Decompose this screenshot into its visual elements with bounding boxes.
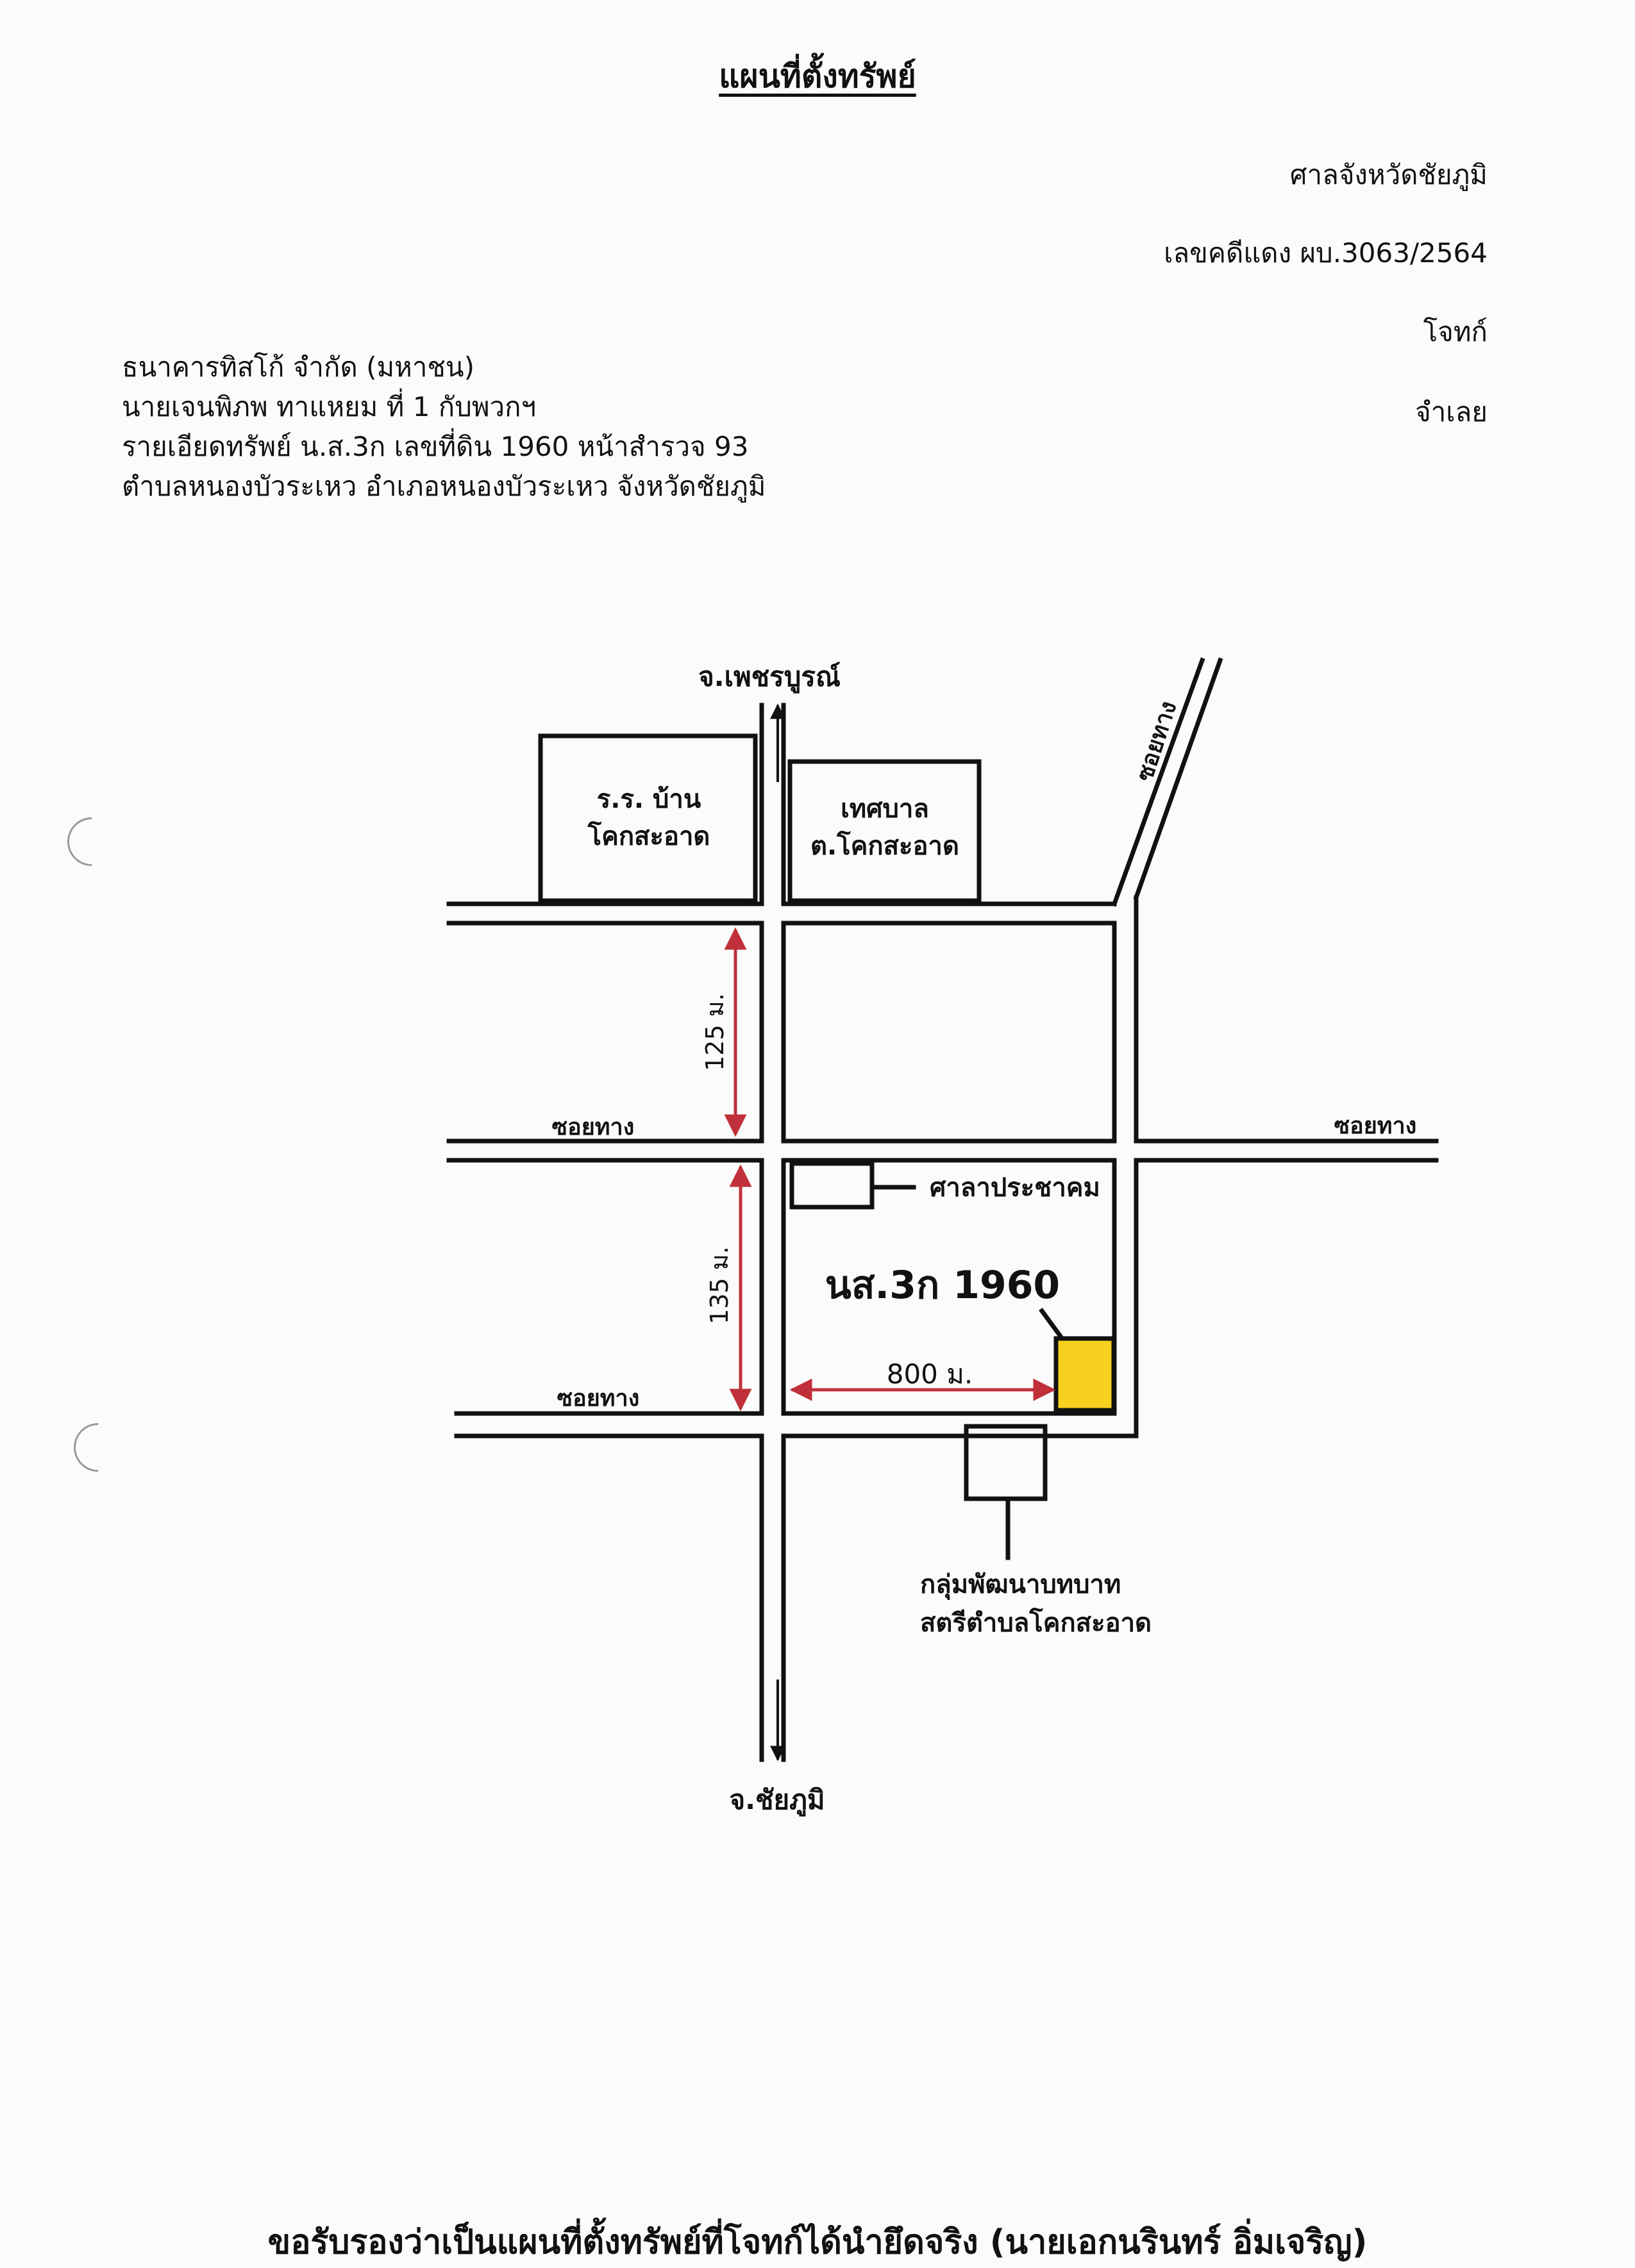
court-name: ศาลจังหวัดชัยภูมิ: [1289, 159, 1488, 190]
defendant-name: นายเจนพิภพ ทาแหยม ที่ 1 กับพวกฯ: [122, 391, 537, 422]
road-label-left-mid: ซอยทาง: [552, 1114, 635, 1140]
south-destination-label: จ.ชัยภูมิ: [729, 1784, 825, 1817]
municipality-label-line1: เทศบาล: [841, 794, 929, 824]
distance-125-label: 125 ม.: [701, 993, 729, 1071]
page-title: แผนที่ตั้งทรัพย์: [0, 51, 1635, 102]
plaintiff-label: โจทก์: [1423, 316, 1488, 347]
property-location: ตำบลหนองบัวระเหว อำเภอหนองบัวระเหว จังหว…: [122, 471, 766, 502]
community-hall-label: ศาลาประชาคม: [930, 1173, 1100, 1203]
road-label-left-low: ซอยทาง: [557, 1385, 640, 1412]
diagonal-road-west-edge: [1111, 657, 1205, 907]
school-building: [538, 733, 758, 903]
case-number: เลขคดีแดง ผบ.3063/2564: [1164, 237, 1488, 269]
diagonal-road-east-edge: [1133, 657, 1223, 901]
distance-135-label: 135 ม.: [705, 1246, 734, 1324]
women-group-label-line1: กลุ่มพัฒนาบทบาท: [920, 1570, 1121, 1601]
property-parcel: [1053, 1336, 1116, 1413]
north-destination-label: จ.เพชรบูรณ์: [698, 661, 841, 694]
property-detail: รายเอียดทรัพย์ น.ส.3ก เลขที่ดิน 1960 หน้…: [122, 431, 749, 462]
school-label-line1: ร.ร. บ้าน: [597, 785, 701, 814]
school-label-line2: โคกสะอาด: [587, 821, 710, 851]
road-label-right-mid: ซอยทาง: [1334, 1113, 1417, 1139]
certification-text: ขอรับรองว่าเป็นแผนที่ตั้งทรัพย์ที่โจทก์ไ…: [267, 2223, 1368, 2262]
women-group-label-line2: สตรีตำบลโคกสะอาด: [920, 1608, 1152, 1638]
page-title-text: แผนที่ตั้งทรัพย์: [719, 58, 916, 95]
plaintiff-name: ธนาคารทิสโก้ จำกัด (มหาชน): [122, 351, 475, 383]
defendant-label: จำเลย: [1415, 396, 1488, 428]
municipality-label-line2: ต.โคกสะอาด: [810, 831, 959, 861]
community-hall-building: [789, 1161, 875, 1210]
municipality-building: [787, 759, 982, 903]
distance-800-label: 800 ม.: [887, 1358, 973, 1390]
parcel-label: นส.3ก 1960: [825, 1263, 1060, 1308]
